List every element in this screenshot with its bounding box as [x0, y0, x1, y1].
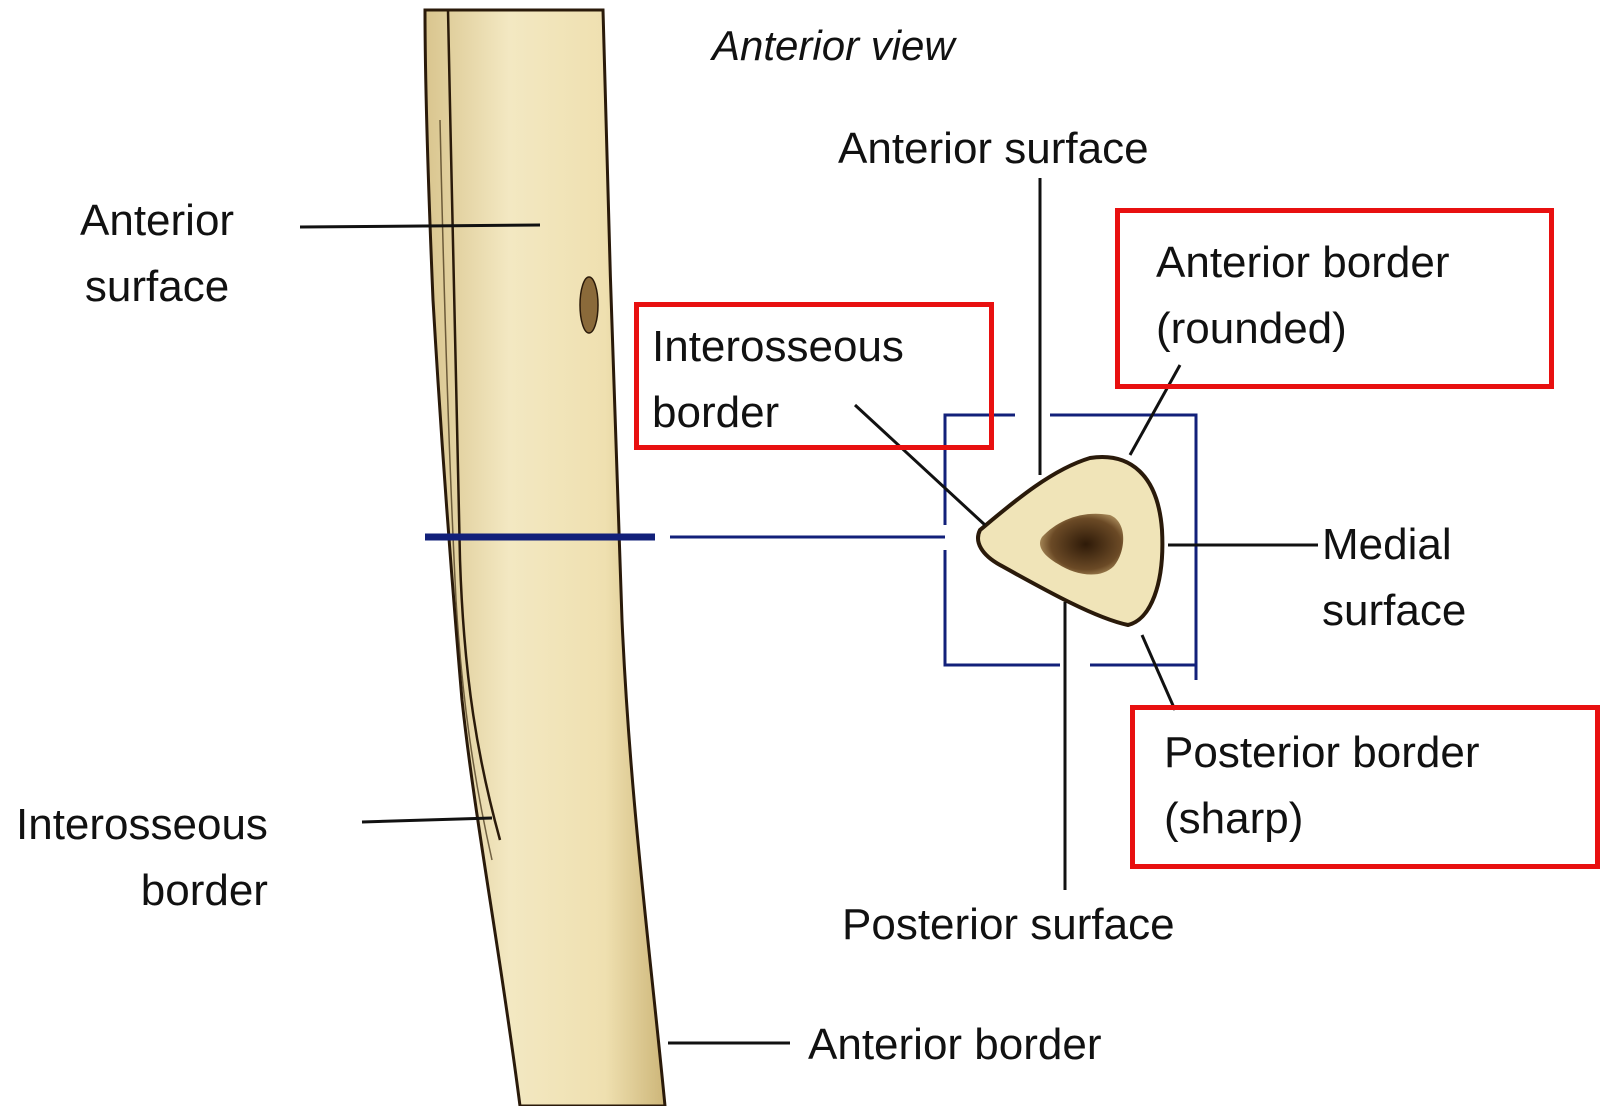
- nutrient-foramen: [580, 277, 598, 333]
- label-shaft-interosseous-border: Interosseous border: [16, 792, 268, 924]
- leader-shaft-anterior-surface: [300, 225, 540, 227]
- highlight-anterior-border: [1115, 208, 1554, 389]
- diagram-title: Anterior view: [712, 22, 955, 70]
- leader-section-posterior-border: [1142, 635, 1175, 710]
- label-section-medial-surface: Medial surface: [1322, 512, 1466, 644]
- label-section-posterior-surface: Posterior surface: [842, 892, 1175, 958]
- label-section-anterior-surface: Anterior surface: [838, 116, 1149, 182]
- label-shaft-anterior-surface: Anterior surface: [80, 188, 234, 320]
- highlight-interosseous-border: [634, 302, 994, 450]
- highlight-posterior-border: [1130, 705, 1600, 869]
- label-shaft-anterior-border: Anterior border: [808, 1012, 1101, 1078]
- leader-shaft-interosseous: [362, 818, 492, 822]
